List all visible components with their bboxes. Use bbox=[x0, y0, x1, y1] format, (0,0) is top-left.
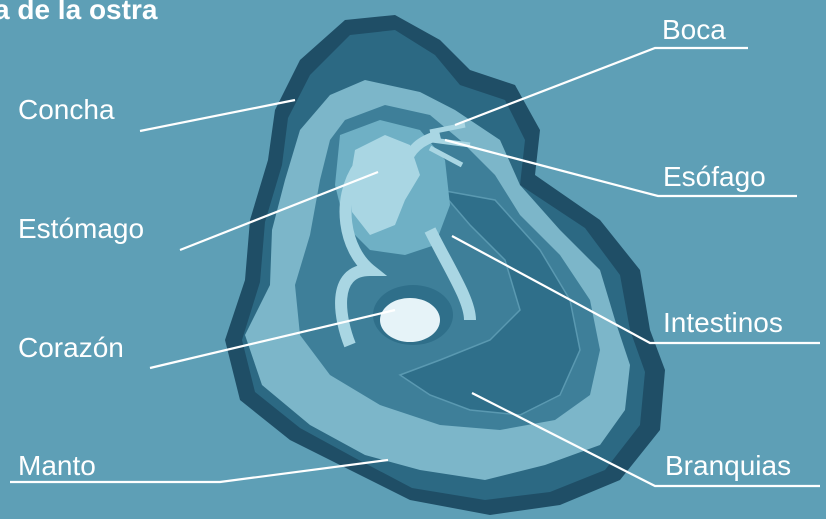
label-branquias: Branquias bbox=[665, 452, 791, 480]
label-manto: Manto bbox=[18, 452, 96, 480]
label-esofago: Esófago bbox=[663, 163, 766, 191]
leader-line-concha bbox=[140, 100, 295, 131]
heart-core bbox=[380, 298, 440, 342]
label-concha: Concha bbox=[18, 96, 115, 124]
label-boca: Boca bbox=[662, 16, 726, 44]
label-corazon: Corazón bbox=[18, 334, 124, 362]
label-intestinos: Intestinos bbox=[663, 309, 783, 337]
page-title: a de la ostra bbox=[0, 0, 157, 26]
label-estomago: Estómago bbox=[18, 215, 144, 243]
